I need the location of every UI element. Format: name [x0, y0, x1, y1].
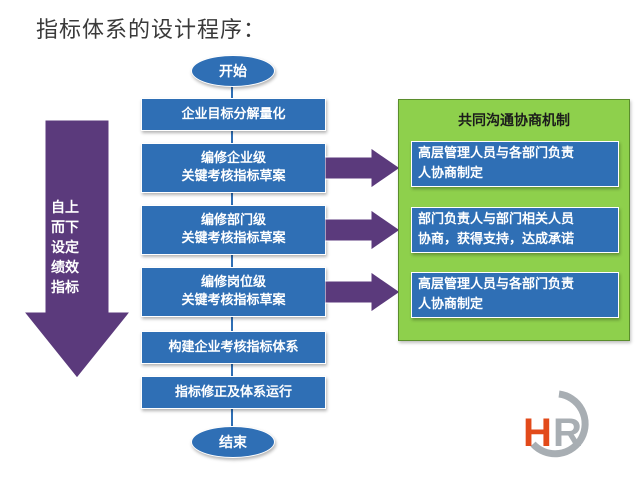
start-label: 开始 — [219, 64, 247, 80]
mechanism-panel: 共同沟通协商机制 高层管理人员与各部门负责 人协商制定 部门负责人与部门相关人员… — [398, 99, 630, 341]
top-down-arrow-line: 绩效 — [51, 260, 79, 276]
flow-step-department-kpi: 编修部门级 关键考核指标草案 — [141, 205, 326, 255]
hr-logo-letter-h: H — [523, 411, 552, 455]
mechanism-item-line: 协商，获得支持，达成承诺 — [418, 232, 575, 247]
mechanism-item-line: 高层管理人员与各部门负责 — [418, 277, 575, 292]
right-arrow — [325, 272, 401, 312]
end-terminal: 结束 — [191, 426, 275, 458]
top-down-arrow-line: 自上 — [51, 200, 79, 216]
mechanism-item: 高层管理人员与各部门负责 人协商制定 — [411, 272, 619, 318]
connector-line — [231, 362, 233, 376]
connector-line — [231, 85, 233, 98]
flow-step-line: 编修部门级 — [200, 213, 266, 228]
mechanism-item-line: 部门负责人与部门相关人员 — [418, 212, 575, 227]
mechanism-item: 部门负责人与部门相关人员 协商，获得支持，达成承诺 — [411, 207, 619, 253]
right-arrow — [325, 210, 401, 250]
connector-line — [231, 129, 233, 143]
flow-step-line: 关键考核指标草案 — [181, 231, 286, 246]
top-down-arrow-line: 而下 — [51, 220, 79, 236]
page-title: 指标体系的设计程序： — [36, 18, 267, 43]
end-label: 结束 — [219, 435, 247, 451]
hr-logo-letter-r: R — [553, 411, 582, 455]
connector-line — [231, 191, 233, 205]
flow-step-position-kpi: 编修岗位级 关键考核指标草案 — [141, 267, 326, 317]
connector-line — [231, 253, 233, 267]
flow-step-build-system: 构建企业考核指标体系 — [141, 331, 326, 364]
flow-step-line: 编修企业级 — [200, 151, 266, 166]
top-down-arrow — [22, 120, 132, 378]
flow-step-line: 关键考核指标草案 — [181, 293, 286, 308]
connector-line — [231, 407, 233, 426]
connector-line — [231, 315, 233, 331]
mechanism-item: 高层管理人员与各部门负责 人协商制定 — [411, 141, 619, 187]
flow-step-line: 构建企业考核指标体系 — [168, 339, 299, 355]
flow-step-enterprise-kpi: 编修企业级 关键考核指标草案 — [141, 143, 326, 193]
top-down-arrow-label: 自上 而下 设定 绩效 指标 — [40, 198, 90, 298]
flow-step-line: 编修岗位级 — [200, 275, 266, 290]
mechanism-title: 共同沟通协商机制 — [458, 113, 570, 129]
mechanism-item-line: 人协商制定 — [418, 297, 484, 312]
mechanism-item-line: 高层管理人员与各部门负责 — [418, 146, 575, 161]
flow-step-line: 关键考核指标草案 — [181, 169, 286, 184]
mechanism-item-line: 人协商制定 — [418, 166, 484, 181]
top-down-arrow-line: 指标 — [51, 280, 79, 296]
flow-step-line: 企业目标分解量化 — [181, 106, 286, 122]
hr-logo: H R — [523, 390, 589, 458]
flow-step-revise-and-run: 指标修正及体系运行 — [141, 376, 326, 409]
flow-step-goal-decomposition: 企业目标分解量化 — [141, 98, 326, 131]
right-arrow — [325, 148, 401, 188]
flow-step-line: 指标修正及体系运行 — [174, 384, 292, 400]
top-down-arrow-line: 设定 — [51, 240, 79, 256]
start-terminal: 开始 — [191, 55, 275, 87]
